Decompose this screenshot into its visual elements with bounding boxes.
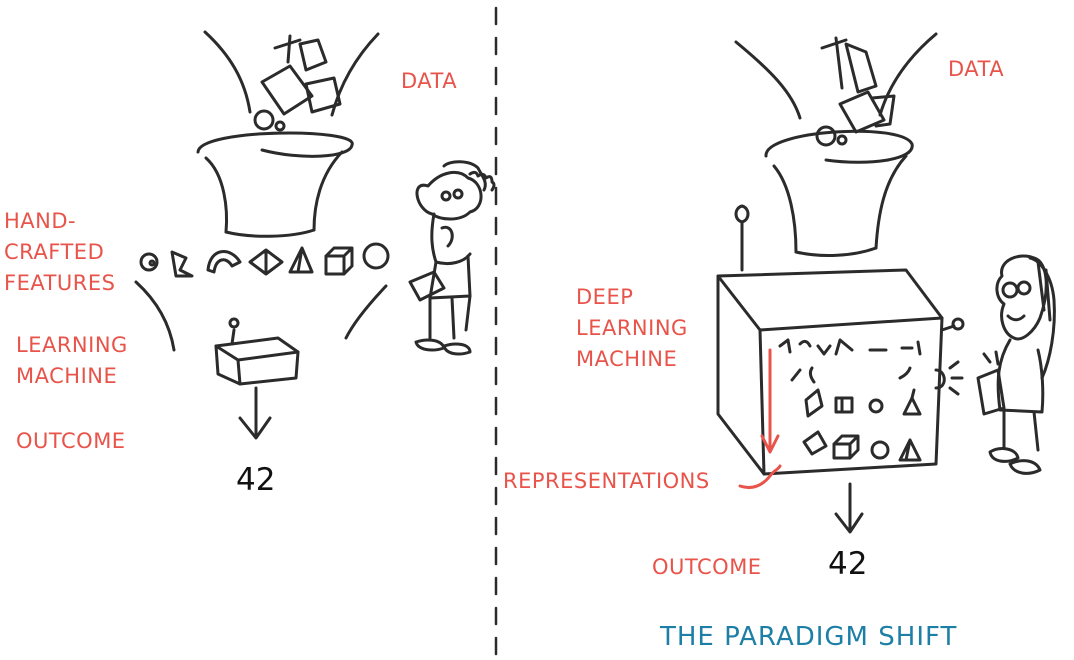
right-falling-data-icon	[815, 36, 896, 147]
right-outcome-label: OUTCOME	[652, 555, 762, 579]
right-machine-label: DEEP LEARNING MACHINE	[576, 282, 688, 375]
right-representation-shapes	[778, 338, 922, 462]
right-machine-label-line: MACHINE	[576, 347, 678, 371]
left-feature-shapes	[139, 242, 390, 278]
left-features-label-line: HAND-	[4, 209, 77, 233]
left-machine-label-line: MACHINE	[16, 364, 118, 388]
right-result-value: 42	[828, 546, 868, 582]
diagram-caption: THE PARADIGM SHIFT	[660, 622, 958, 652]
left-result-value: 42	[236, 462, 276, 498]
right-scientist-figure	[976, 254, 1056, 475]
left-falling-data-icon	[253, 34, 342, 132]
left-data-label: DATA	[401, 69, 458, 93]
right-data-label: DATA	[948, 57, 1005, 81]
representations-pointer	[738, 464, 782, 490]
left-hopper-left-arm	[203, 30, 252, 114]
left-outcome-arrow	[238, 386, 272, 440]
left-funnel	[196, 131, 354, 238]
left-learning-machine-box	[214, 317, 300, 386]
representations-label: REPRESENTATIONS	[503, 469, 710, 493]
right-hopper-right-arm	[878, 32, 938, 117]
right-deep-learning-machine-cube	[716, 204, 965, 476]
left-machine-label: LEARNING MACHINE	[16, 330, 128, 392]
left-funnel-lower-left	[134, 280, 176, 352]
left-features-label-line: CRAFTED	[4, 240, 105, 264]
right-hopper-left-arm	[734, 40, 802, 120]
right-machine-label-line: DEEP	[576, 285, 634, 309]
left-features-label-line: FEATURES	[4, 271, 116, 295]
right-machine-label-line: LEARNING	[576, 316, 688, 340]
left-outcome-label: OUTCOME	[16, 429, 126, 453]
left-machine-label-line: LEARNING	[16, 333, 128, 357]
left-features-label: HAND- CRAFTED FEATURES	[4, 206, 115, 299]
right-outcome-arrow	[834, 482, 864, 534]
right-funnel	[764, 129, 914, 257]
left-funnel-lower-right	[344, 284, 388, 340]
right-representation-arrow	[760, 348, 780, 454]
left-scientist-figure	[408, 160, 496, 356]
